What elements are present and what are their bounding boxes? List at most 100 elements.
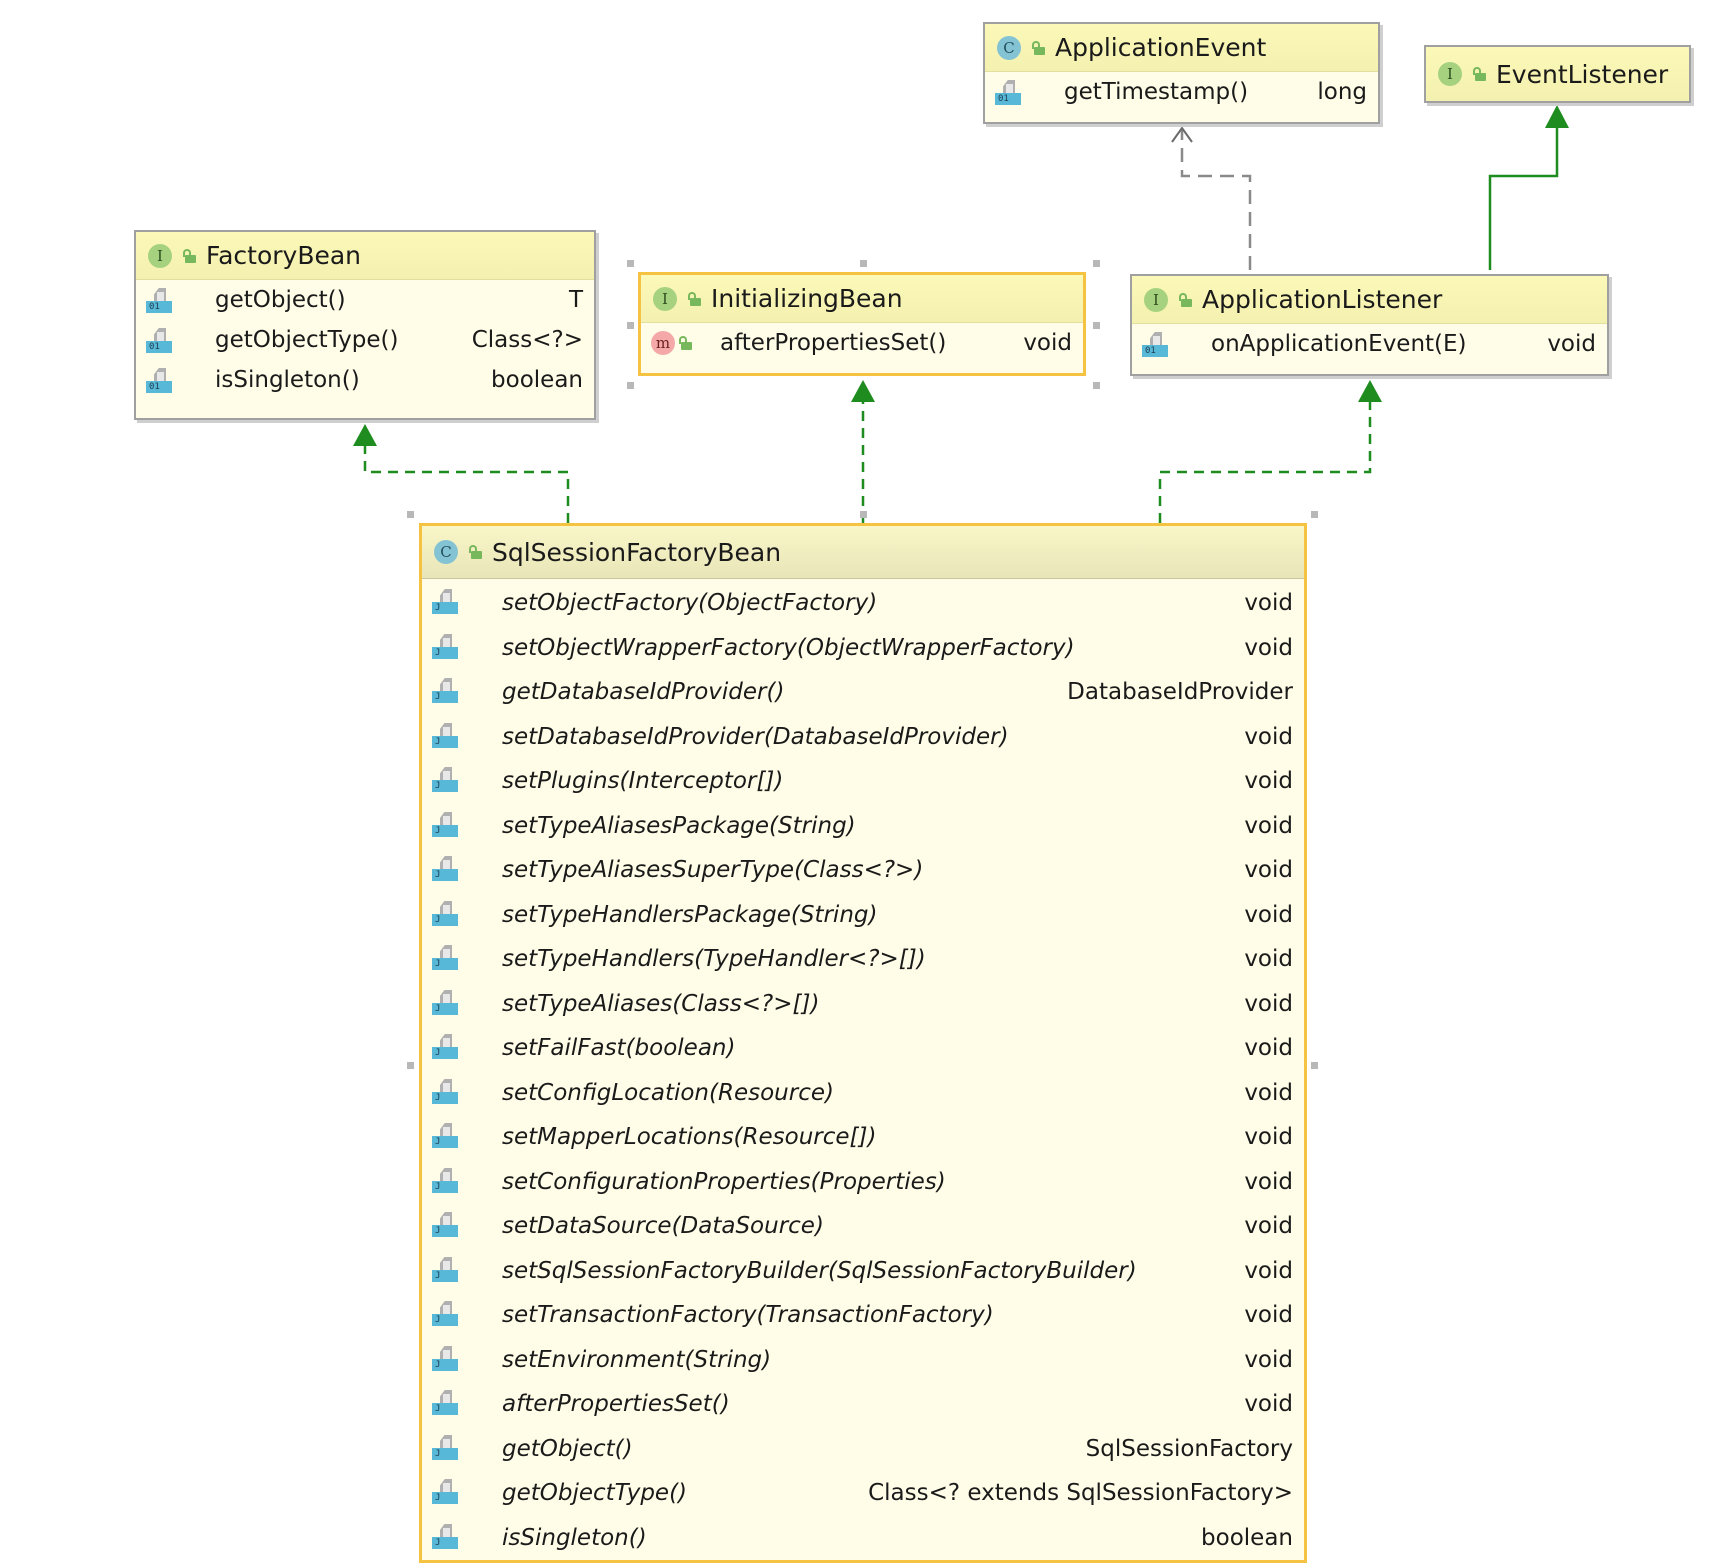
member-type: void bbox=[1244, 990, 1293, 1017]
interface-kind-icon: I bbox=[1144, 287, 1168, 312]
selection-handle[interactable] bbox=[1093, 322, 1100, 329]
member-name: getDatabaseIdProvider() bbox=[502, 679, 785, 706]
member-type: void bbox=[1244, 723, 1293, 750]
member-name: setPlugins(Interceptor[]) bbox=[502, 768, 784, 795]
method-icon: J bbox=[432, 1034, 458, 1060]
selection-handle[interactable] bbox=[627, 382, 634, 389]
member-type: void bbox=[1244, 946, 1293, 973]
member-type: T bbox=[568, 287, 583, 313]
public-lock-icon bbox=[182, 248, 196, 263]
member-type: void bbox=[1244, 1168, 1293, 1195]
class-box-applicationlistener[interactable]: I ApplicationListener 01 onApplicationEv… bbox=[1130, 274, 1609, 376]
selection-handle[interactable] bbox=[1311, 511, 1318, 518]
member-name: setSqlSessionFactoryBuilder(SqlSessionFa… bbox=[502, 1257, 1137, 1284]
edge-sqlsessionfactorybean-factorybean bbox=[353, 424, 570, 523]
public-lock-icon bbox=[1031, 40, 1045, 55]
class-name: ApplicationListener bbox=[1202, 285, 1443, 314]
selection-handle[interactable] bbox=[1093, 382, 1100, 389]
selection-handle[interactable] bbox=[1311, 1062, 1318, 1069]
member-name: getObjectType() bbox=[215, 327, 399, 353]
selection-handle[interactable] bbox=[407, 1062, 414, 1069]
member-name: setMapperLocations(Resource[]) bbox=[502, 1124, 877, 1151]
class-name: FactoryBean bbox=[206, 241, 362, 270]
class-name: InitializingBean bbox=[711, 284, 903, 313]
member-name: setTypeAliasesPackage(String) bbox=[502, 812, 856, 839]
class-box-factorybean[interactable]: I FactoryBean 01 getObject() T 01 getObj… bbox=[134, 230, 596, 420]
class-box-applicationevent[interactable]: C ApplicationEvent 01 getTimestamp() lon… bbox=[983, 22, 1380, 124]
member-type: void bbox=[1244, 812, 1293, 839]
member-row[interactable]: 01 getTimestamp() long bbox=[985, 72, 1378, 112]
class-header: C SqlSessionFactoryBean bbox=[422, 526, 1304, 579]
method-icon: J bbox=[432, 1479, 458, 1505]
member-row[interactable]: 01 getObjectType() Class<?> bbox=[136, 320, 594, 360]
member-name: getObject() bbox=[215, 287, 346, 313]
member-type: Class<?> bbox=[471, 327, 583, 353]
class-header: I ApplicationListener bbox=[1132, 276, 1607, 324]
member-type: Class<? extends SqlSessionFactory> bbox=[868, 1480, 1293, 1507]
method-icon: J bbox=[432, 589, 458, 615]
member-name: setConfigurationProperties(Properties) bbox=[502, 1168, 946, 1195]
selection-handle[interactable] bbox=[627, 322, 634, 329]
member-row[interactable]: 01 onApplicationEvent(E) void bbox=[1132, 324, 1607, 364]
member-name: setObjectFactory(ObjectFactory) bbox=[502, 590, 878, 617]
selection-handle[interactable] bbox=[860, 260, 867, 267]
member-row[interactable]: m afterPropertiesSet() void bbox=[641, 323, 1083, 363]
member-type: DatabaseIdProvider bbox=[1067, 679, 1293, 706]
member-name: getTimestamp() bbox=[1064, 79, 1249, 105]
edge-sqlsessionfactorybean-applicationlistener bbox=[1158, 380, 1382, 523]
selection-handle[interactable] bbox=[627, 260, 634, 267]
class-name: EventListener bbox=[1496, 59, 1669, 89]
method-icon: J bbox=[432, 811, 458, 838]
selection-handle[interactable] bbox=[407, 511, 414, 518]
class-box-eventlistener[interactable]: I EventListener bbox=[1424, 45, 1691, 103]
member-name: setTypeAliases(Class<?>[]) bbox=[502, 990, 820, 1017]
member-type: void bbox=[1244, 768, 1293, 795]
method-icon: J bbox=[432, 1434, 458, 1461]
member-type: SqlSessionFactory bbox=[1085, 1435, 1293, 1462]
member-name: setTypeHandlersPackage(String) bbox=[502, 901, 878, 928]
method-icon: 01 bbox=[995, 80, 1021, 106]
class-header: C ApplicationEvent bbox=[985, 24, 1378, 72]
selection-handle[interactable] bbox=[1093, 260, 1100, 267]
method-icon: J bbox=[432, 767, 458, 793]
method-icon: J bbox=[432, 856, 458, 882]
method-icon: J bbox=[432, 1345, 458, 1372]
member-name: afterPropertiesSet() bbox=[502, 1391, 730, 1418]
class-box-initializingbean[interactable]: I InitializingBean m afterPropertiesSet(… bbox=[638, 272, 1086, 376]
method-icon: 01 bbox=[146, 368, 172, 394]
member-type: void bbox=[1244, 1079, 1293, 1106]
selection-handle[interactable] bbox=[860, 511, 867, 518]
member-row[interactable]: 01 isSingleton() boolean bbox=[136, 360, 594, 400]
interface-kind-icon: I bbox=[653, 286, 677, 311]
class-header: I InitializingBean bbox=[641, 275, 1083, 323]
member-row[interactable]: 01 getObject() T bbox=[136, 280, 594, 320]
class-header: I EventListener bbox=[1426, 47, 1689, 101]
method-icon: J bbox=[432, 989, 458, 1016]
method-icon: J bbox=[432, 945, 458, 971]
